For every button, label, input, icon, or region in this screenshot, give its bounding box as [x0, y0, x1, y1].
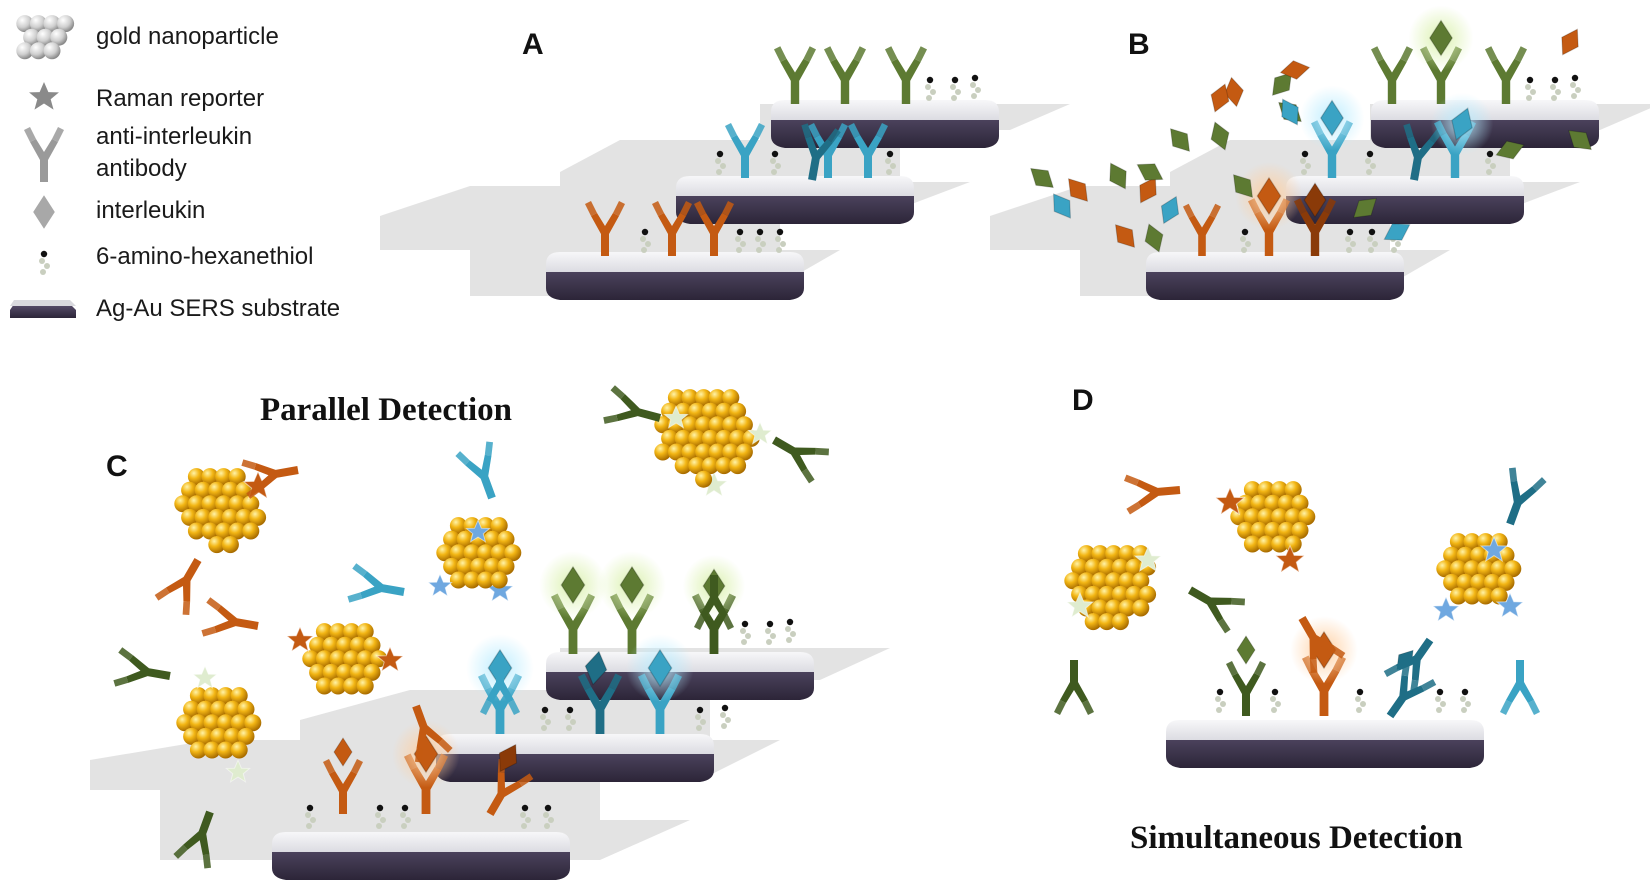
antibody	[1382, 628, 1447, 697]
linker	[1460, 688, 1471, 713]
antibody	[454, 439, 511, 505]
interleukin	[1024, 160, 1060, 196]
linker	[1215, 688, 1226, 713]
legend-label-raman-reporter: Raman reporter	[96, 85, 264, 112]
interleukin	[1553, 24, 1587, 60]
antibody	[1180, 572, 1248, 635]
legend-label-interleukin: interleukin	[96, 197, 205, 224]
diamond-icon	[33, 195, 55, 229]
antibody	[1371, 46, 1413, 104]
gold-nanoparticle	[176, 687, 262, 759]
gold-nanoparticle	[1436, 533, 1522, 605]
legend-label-substrate: Ag-Au SERS substrate	[96, 295, 340, 322]
antibody	[153, 550, 216, 618]
linker	[785, 618, 796, 643]
antibody	[824, 46, 866, 104]
linker	[925, 76, 936, 101]
substrate-icon	[10, 300, 76, 318]
sers-substrate	[546, 252, 804, 300]
antibody-icon	[24, 127, 64, 182]
antibody	[774, 46, 816, 104]
antibody	[1054, 660, 1094, 715]
panel-letter-c: C	[106, 450, 128, 483]
antibody	[240, 450, 302, 500]
antibody	[885, 46, 927, 104]
sers-substrate	[1286, 176, 1524, 224]
legend-label-antibody-line2: antibody	[96, 155, 187, 182]
raman-reporter	[427, 573, 453, 597]
linker	[740, 620, 751, 645]
linker	[970, 74, 981, 99]
antibody	[1485, 46, 1527, 104]
gold-nanoparticle	[1230, 481, 1316, 553]
panel-letter-b: B	[1128, 28, 1150, 61]
gold-nanoparticle	[654, 389, 760, 488]
legend-label-antibody-line1: anti-interleukin	[96, 123, 252, 150]
antibody	[764, 422, 832, 485]
antibody	[1500, 660, 1540, 715]
gold-nanoparticle	[16, 15, 75, 60]
linker	[950, 76, 961, 101]
sers-substrate	[771, 100, 999, 148]
antibody	[1123, 470, 1182, 515]
sers-substrate	[676, 176, 914, 224]
linker	[1355, 688, 1366, 713]
antibody	[1491, 465, 1548, 531]
caption-parallel-detection: Parallel Detection	[260, 392, 512, 428]
legend-label-gold-nanoparticle: gold nanoparticle	[96, 23, 279, 50]
interleukin	[1162, 122, 1198, 158]
linker	[1435, 688, 1446, 713]
legend-label-linker: 6-amino-hexanethiol	[96, 243, 313, 270]
gold-nanoparticle	[436, 517, 522, 589]
linker	[1525, 76, 1536, 101]
linker	[765, 620, 776, 645]
linker	[1550, 76, 1561, 101]
star-icon	[29, 82, 59, 110]
linker	[720, 704, 731, 729]
interleukin	[1236, 635, 1256, 665]
sers-substrate	[436, 734, 714, 782]
gold-nanoparticle	[302, 623, 388, 695]
panel-a-antibody-immobilization	[380, 46, 1070, 300]
caption-simultaneous-detection: Simultaneous Detection	[1130, 820, 1463, 856]
sers-substrate	[272, 832, 570, 880]
linker	[1270, 688, 1281, 713]
legend: gold nanoparticle Raman reporter anti-in…	[10, 15, 340, 322]
linker-icon	[39, 250, 50, 275]
sers-substrate	[1166, 720, 1484, 768]
panel-c-parallel-detection	[90, 384, 890, 880]
panel-letter-d: D	[1072, 384, 1094, 417]
linker	[1570, 74, 1581, 99]
antibody	[200, 596, 262, 646]
sers-substrate	[1146, 252, 1404, 300]
antibody	[112, 646, 174, 696]
panel-d-simultaneous-detection	[1054, 465, 1548, 768]
raman-reporter	[286, 626, 314, 652]
antibody	[1226, 661, 1266, 716]
panel-b-interleukin-capture	[990, 5, 1650, 300]
gold-nanoparticle	[1064, 545, 1157, 631]
gold-nanoparticle	[174, 468, 267, 554]
antibody	[346, 562, 408, 612]
raman-reporter	[192, 665, 218, 689]
antibody	[1373, 659, 1438, 728]
panel-letter-a: A	[522, 28, 544, 61]
gold-nanoparticle-icon	[16, 15, 75, 60]
